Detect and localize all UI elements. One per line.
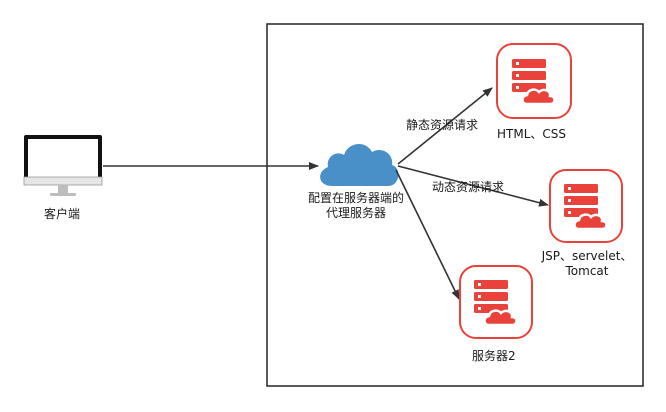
edge-proxy-to-server-2 — [397, 165, 549, 207]
edge-proxy-to-server-3 — [395, 169, 460, 300]
edge-label-static: 静态资源请求 — [406, 118, 479, 132]
server-1-label: HTML、CSS — [497, 127, 567, 141]
edge-label-dynamic: 动态资源请求 — [432, 180, 505, 194]
client-label: 客户端 — [44, 207, 81, 221]
server-cloud-icon — [459, 265, 533, 339]
server-side-boundary — [266, 23, 644, 387]
edge-proxy-to-server-1 — [397, 87, 493, 165]
server-cloud-icon — [496, 43, 572, 119]
server-3-label: 服务器2 — [472, 349, 516, 363]
proxy-label-line-1: 配置在服务器端的 — [307, 191, 404, 205]
server-2-label: JSP、servelet、Tomcat — [541, 249, 633, 278]
cloud-icon — [320, 144, 399, 186]
server-cloud-icon — [549, 169, 623, 243]
proxy-label-line-2: 代理服务器 — [325, 206, 386, 220]
monitor-icon — [23, 135, 103, 196]
